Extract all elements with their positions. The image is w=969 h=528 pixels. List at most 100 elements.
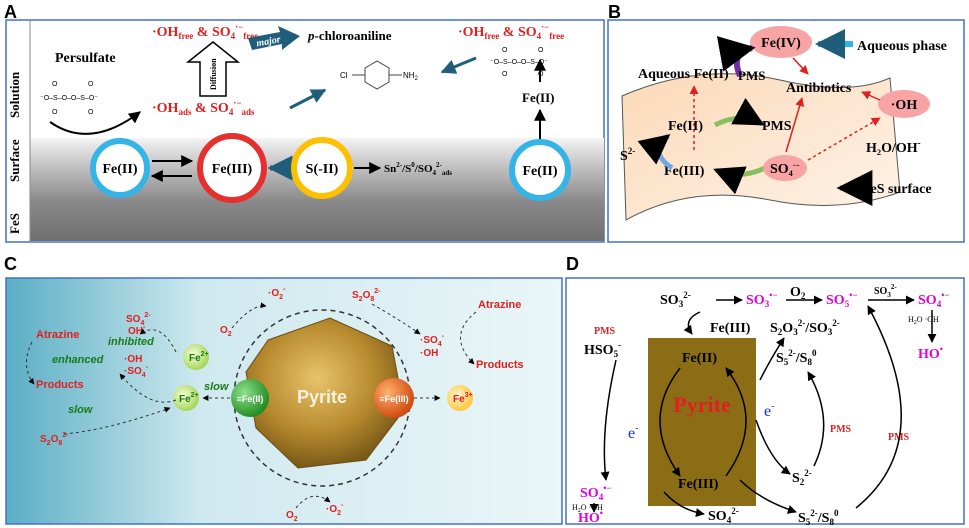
svg-text:O: O	[52, 81, 58, 88]
o2-label-c: O2	[220, 325, 232, 338]
fe2-ring-left	[90, 138, 150, 198]
s5-s8-top: S52-/S80	[776, 348, 817, 367]
so3-label: SO32-	[660, 290, 691, 309]
aqueous-phase-label: Aqueous phase	[857, 39, 947, 54]
fe4-cloud	[750, 26, 812, 58]
adsorbed-radicals: ·OHads & SO4·−ads	[152, 98, 255, 117]
major-arrow: major	[248, 26, 300, 50]
fe2-mid-label: Fe(II)	[522, 90, 555, 105]
so4-radical-right: ·SO4-	[420, 333, 445, 348]
s2-label-b: S2-	[620, 146, 635, 164]
panel-b: B Aqueous Fe(II) Fe(IV) Aqueous phase PM…	[607, 2, 965, 243]
fe2plus-label: Fe2+	[179, 392, 199, 405]
fe2plus-ball	[173, 385, 199, 411]
h2o-label: H₂O/OH-	[866, 138, 921, 156]
fes-surface-label: FeS surface	[862, 182, 932, 197]
svg-text:O: O	[502, 47, 508, 54]
s2-2-label: S22-	[792, 468, 812, 487]
pms-mid-label: PMS	[762, 119, 792, 134]
so4-label-b: SO4·−	[770, 161, 800, 178]
products-left: Products	[36, 379, 84, 391]
fe4-label: Fe(IV)	[761, 36, 801, 51]
pms-left-label: PMS	[594, 326, 616, 337]
fe-iii-label-c: ≡Fe(III)	[379, 394, 408, 404]
s2-reduction-arrow	[637, 134, 674, 171]
so4-cloud	[763, 155, 807, 181]
o2-bottom: O2	[286, 510, 298, 523]
free-to-pca-arrow	[440, 56, 477, 74]
aqueous-fe-label: Aqueous Fe(II)	[638, 67, 729, 82]
sulfate-bottom: SO42-	[708, 506, 739, 525]
panel-a-letter: A	[4, 2, 17, 22]
electron-left: e-	[628, 423, 638, 442]
svg-text:Diffusion: Diffusion	[209, 58, 218, 90]
fe3-label-d: Fe(III)	[678, 477, 719, 492]
o2-label-d: O2	[790, 285, 806, 301]
s2-label: S(-II)	[306, 162, 339, 177]
fe3-top-label: Fe(III)	[710, 321, 751, 336]
so4-radical-label-c: ·SO4-	[124, 364, 149, 379]
o2-radical-bottom: ·O2-	[326, 502, 344, 517]
diffusion-arrow: Diffusion	[185, 41, 241, 97]
fe2-label-b: Fe(II)	[668, 119, 703, 134]
fe3-label: Fe(III)	[212, 162, 253, 177]
panel-a: A Solution Surface FeS Persulfate ⁻O–S–O…	[4, 2, 605, 243]
panel-c: C Pyrite ≡Fe(II) ≡Fe(III) Fe3+ Fe2+ Fe2+…	[4, 254, 563, 525]
so3-reagent: SO32-	[874, 283, 897, 299]
svg-text:O: O	[52, 109, 58, 116]
inhibited-label: inhibited	[108, 336, 154, 348]
panel-c-letter: C	[4, 254, 17, 274]
ads-to-pca-arrow	[289, 88, 327, 110]
fe2-left-label: Fe(II)	[103, 162, 138, 177]
so3-radical: SO3•−	[746, 290, 777, 309]
slow-label-left: slow	[68, 404, 94, 416]
fes-band	[30, 200, 604, 241]
svg-text:O: O	[88, 109, 94, 116]
pms-mid-label-d: PMS	[830, 424, 852, 435]
fe2-right-label: Fe(II)	[523, 164, 558, 179]
pyrite-label-c: Pyrite	[297, 387, 347, 407]
fe-iii-ball	[374, 378, 414, 418]
fe-cycle-right	[725, 367, 747, 477]
s2o8-left: S2O82-	[40, 432, 69, 447]
fe-ii-ball	[231, 379, 269, 417]
pms-top-label: PMS	[738, 68, 765, 83]
svg-text:⁻O–S–O–O–S–O⁻: ⁻O–S–O–O–S–O⁻	[490, 59, 548, 66]
ho-radical-left: HO•	[578, 508, 603, 526]
fe3plus-ball	[447, 385, 473, 411]
so4-2-label-c: SO42-	[126, 312, 151, 327]
free-radicals-right: ·OHfree & SO4·−free	[458, 22, 564, 41]
fe2-label-d: Fe(II)	[682, 351, 717, 366]
oh-to-antibiotics-arrow	[861, 91, 881, 101]
panel-b-letter: B	[608, 2, 621, 22]
products-right: Products	[476, 359, 524, 371]
persulfate-structure: ⁻O–S–O–O–S–O⁻ O O O O	[40, 81, 98, 116]
so4-radical-top: SO4•−	[918, 290, 949, 309]
oh-radical-label-c: ·OH	[124, 354, 142, 365]
zone-solution: Solution	[7, 71, 22, 118]
free-radicals-left: ·OHfree & SO4·−free	[152, 22, 258, 41]
fe-ii-label-c: ≡Fe(II)	[237, 394, 264, 404]
fe2plus-label-top: Fe2+	[189, 351, 209, 364]
svg-text:⁻O–S–O–O–S–O⁻: ⁻O–S–O–O–S–O⁻	[40, 95, 98, 102]
pyrite-label-d: Pyrite	[673, 392, 731, 417]
slow-label-fe: slow	[204, 381, 230, 393]
fe2plus-ball-top	[183, 344, 209, 370]
persulfate-activation-arrow	[49, 111, 141, 135]
fe3-ring	[197, 133, 267, 203]
sulfur-products: Sn2-/S0/SO42-ads	[384, 161, 452, 177]
fe3plus-label: Fe3+	[453, 392, 473, 405]
so4-to-antibiotics-arrow	[785, 97, 805, 153]
electron-right: e-	[764, 401, 774, 420]
so5-radical: SO5•−	[826, 290, 857, 309]
enhanced-label: enhanced	[52, 354, 104, 366]
fe2-pms-arrow	[713, 97, 765, 128]
fe2-ring-right	[509, 139, 571, 201]
s2-ring	[291, 137, 353, 199]
pyrite-box	[648, 338, 756, 506]
fes-surface-sheet	[621, 73, 901, 221]
svg-text:O: O	[88, 81, 94, 88]
hso5-label: HSO5-	[584, 340, 621, 359]
oh-minus-label: OH-	[128, 324, 146, 337]
